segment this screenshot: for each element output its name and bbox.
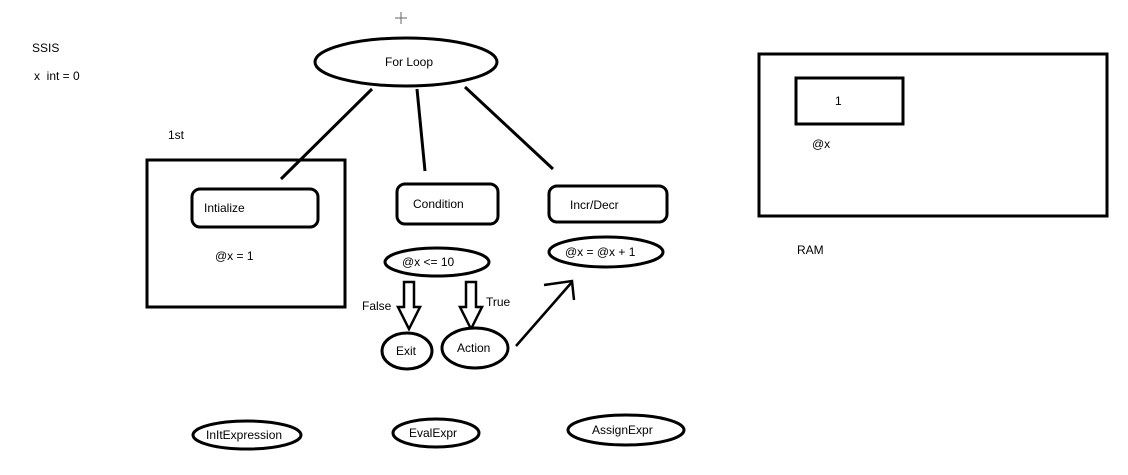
first-step-label: 1st <box>168 128 185 142</box>
eval-expression-label: EvalExpr <box>409 426 457 440</box>
init-expression-node <box>191 419 303 451</box>
assign-expression-label: AssignExpr <box>592 423 653 437</box>
for-loop-connectors <box>279 85 555 181</box>
init-expression-label: InItExpression <box>206 428 282 442</box>
condition-node <box>395 182 500 226</box>
incr-decr-label: Incr/Decr <box>570 198 619 212</box>
initialize-label: Intialize <box>204 201 245 215</box>
action-node <box>440 326 510 370</box>
eval-expression-node <box>391 417 481 449</box>
condition-label: Condition <box>413 197 464 211</box>
ssis-title: SSIS <box>32 41 59 55</box>
ram-cell-value: 1 <box>835 94 842 108</box>
ram-cell <box>794 76 905 126</box>
action-label: Action <box>457 341 490 355</box>
increment-expression-node <box>547 235 665 269</box>
false-label: False <box>362 299 392 313</box>
condition-expression-node <box>383 246 491 278</box>
ram-label: RAM <box>797 243 824 257</box>
initialize-node <box>190 187 320 229</box>
for-loop-label: For Loop <box>385 55 433 69</box>
exit-node <box>380 331 434 371</box>
incr-decr-node <box>547 184 669 224</box>
for-loop-node <box>313 36 499 88</box>
false-arrow-icon <box>395 280 423 332</box>
increment-expression-label: @x = @x + 1 <box>565 245 636 259</box>
condition-expression-label: @x <= 10 <box>402 255 455 269</box>
assign-expression-node <box>566 413 686 447</box>
action-to-increment-arrow <box>515 279 576 347</box>
exit-label: Exit <box>396 344 417 358</box>
initialize-value: @x = 1 <box>215 249 254 263</box>
ram-box <box>757 52 1109 218</box>
true-label: True <box>486 295 511 309</box>
ram-variable-label: @x <box>812 137 830 151</box>
true-arrow-icon <box>457 280 485 332</box>
crosshair-cursor-icon <box>395 12 407 24</box>
variable-declaration: x int = 0 <box>34 69 80 83</box>
initialize-block <box>145 158 347 309</box>
